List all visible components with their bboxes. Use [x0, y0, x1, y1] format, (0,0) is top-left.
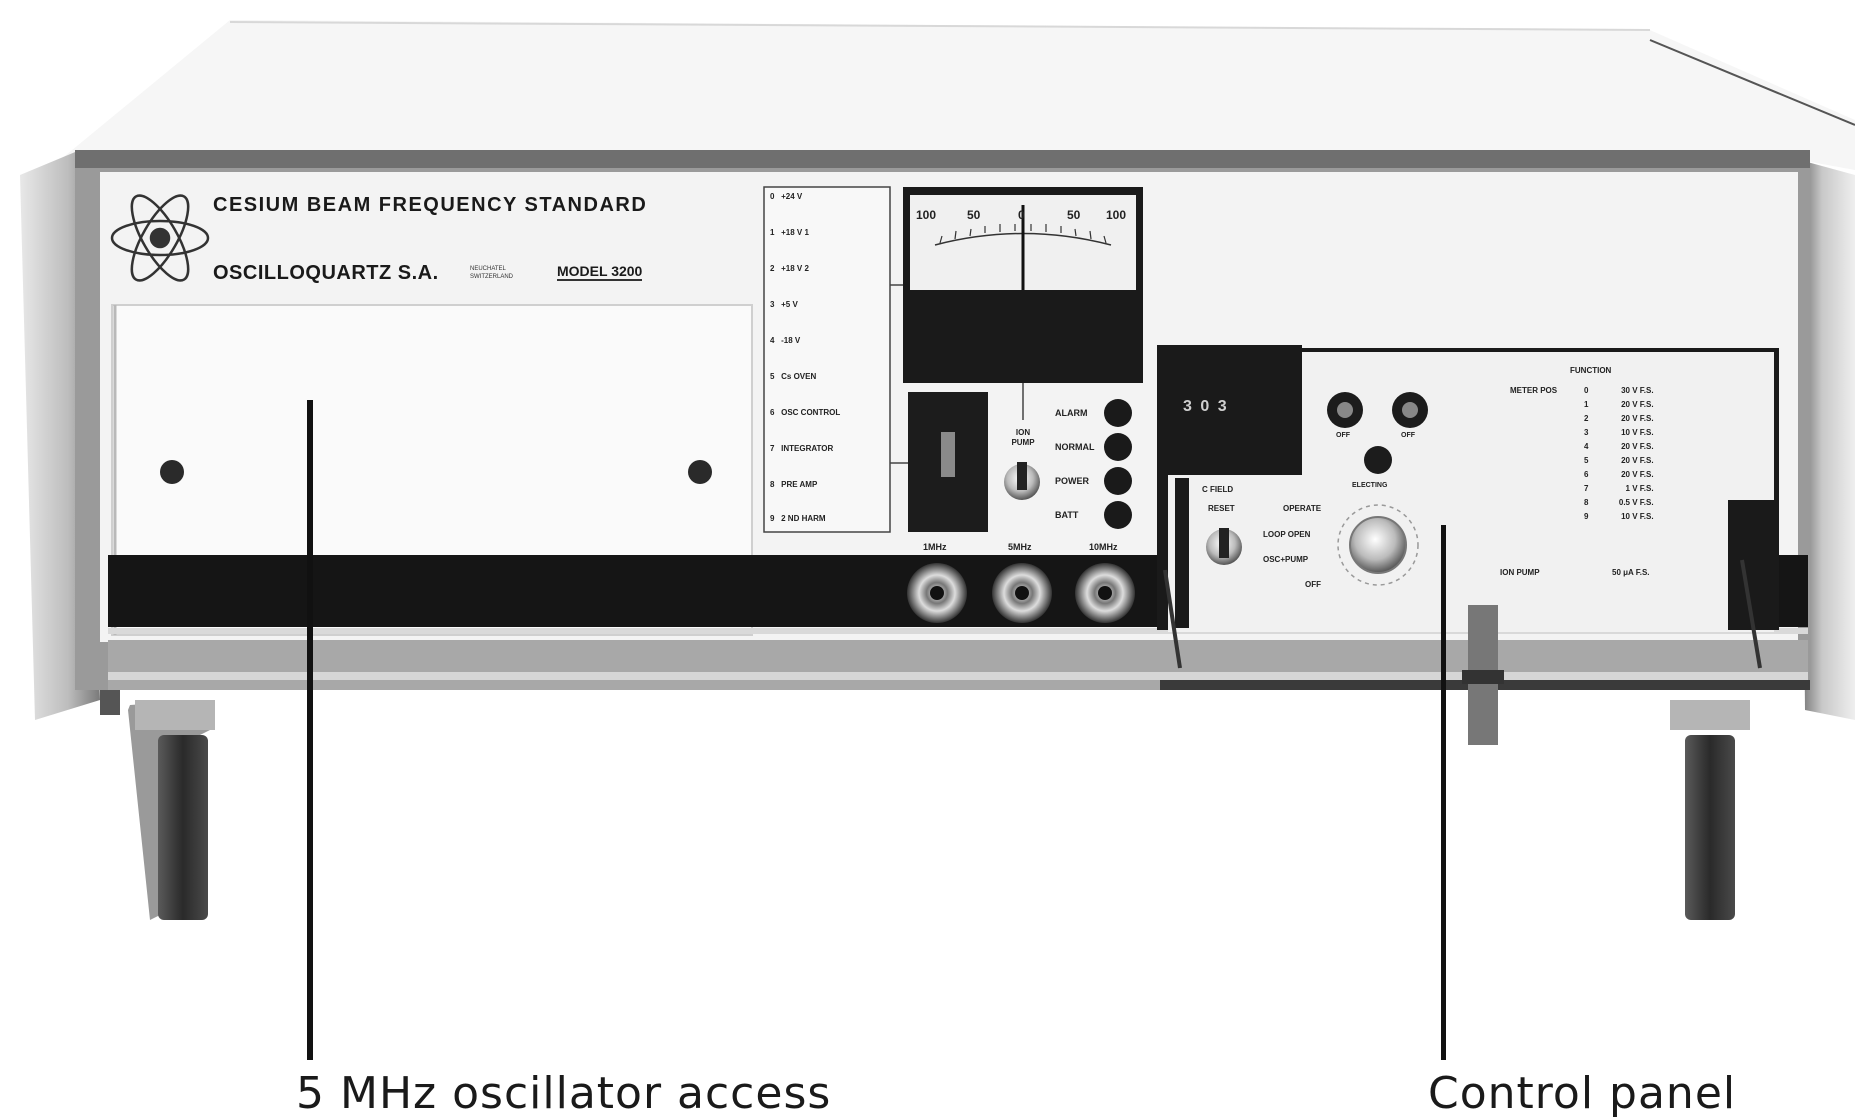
status-lamp-label: POWER [1055, 476, 1090, 486]
panel-title: CESIUM BEAM FREQUENCY STANDARD [213, 194, 648, 216]
list-item: 1 +18 V 1 [770, 228, 809, 237]
list-item: 8 PRE AMP [770, 480, 818, 489]
meter-scale-label: 0 [1018, 208, 1025, 222]
caption-control-panel: Control panel [1428, 1068, 1737, 1119]
list-item: 9 2 ND HARM [770, 514, 826, 523]
meter-scale-label: 50 [967, 208, 981, 222]
mode-label: LOOP OPEN [1263, 530, 1311, 539]
maker-name: OSCILLOQUARTZ S.A. [213, 262, 439, 284]
knob-label: OFF [1401, 432, 1415, 439]
status-lamp-label: ALARM [1055, 408, 1088, 418]
atom-logo-icon [110, 194, 210, 282]
instrument-photo [20, 20, 1855, 1060]
mode-label: OSC+PUMP [1263, 555, 1309, 564]
output-label: 1MHz [923, 542, 947, 552]
selector-list: 0 +24 V 1 +18 V 1 2 +18 V 2 3 +5 V 4 -18… [770, 192, 886, 532]
model-label: MODEL 3200 [557, 263, 643, 281]
meter-scale-label: 100 [916, 208, 937, 222]
list-item: 0 +24 V [770, 192, 803, 201]
list-item: 5 Cs OVEN [770, 372, 817, 381]
list-item: 3 +5 V [770, 300, 798, 309]
maker-location: NEUCHATEL SWITZERLAND [470, 266, 514, 280]
mode-label: OPERATE [1283, 504, 1322, 513]
mode-label: OFF [1305, 580, 1321, 589]
ion-pump-value: 50 μA F.S. [1612, 568, 1650, 577]
meter-scale-label: 50 [1067, 208, 1081, 222]
function-table-header: FUNCTION [1570, 366, 1612, 375]
meter-scale-label: 100 [1106, 208, 1127, 222]
c-field-label: C FIELD [1202, 485, 1234, 494]
output-label: 10MHz [1089, 542, 1118, 552]
status-lamp-label: NORMAL [1055, 442, 1095, 452]
electing-label: ELECTING [1352, 482, 1388, 489]
reset-label: RESET [1208, 504, 1235, 513]
caption-oscillator-access: 5 MHz oscillator access [296, 1068, 832, 1119]
output-label: 5MHz [1008, 542, 1032, 552]
list-item: 4 -18 V [770, 336, 801, 345]
list-item: 2 +18 V 2 [770, 264, 809, 273]
ion-pump-switch-label: ION PUMP [1011, 428, 1035, 447]
meter-pos-label: METER POS [1510, 386, 1558, 395]
status-lamp-label: BATT [1055, 510, 1079, 520]
meter-scale: 100 50 0 50 100 [912, 208, 1134, 224]
counter-display: 3 0 3 [1183, 398, 1229, 415]
ion-pump-label: ION PUMP [1500, 568, 1540, 577]
knob-label: OFF [1336, 432, 1350, 439]
list-item: 7 INTEGRATOR [770, 444, 834, 453]
list-item: 6 OSC CONTROL [770, 408, 841, 417]
